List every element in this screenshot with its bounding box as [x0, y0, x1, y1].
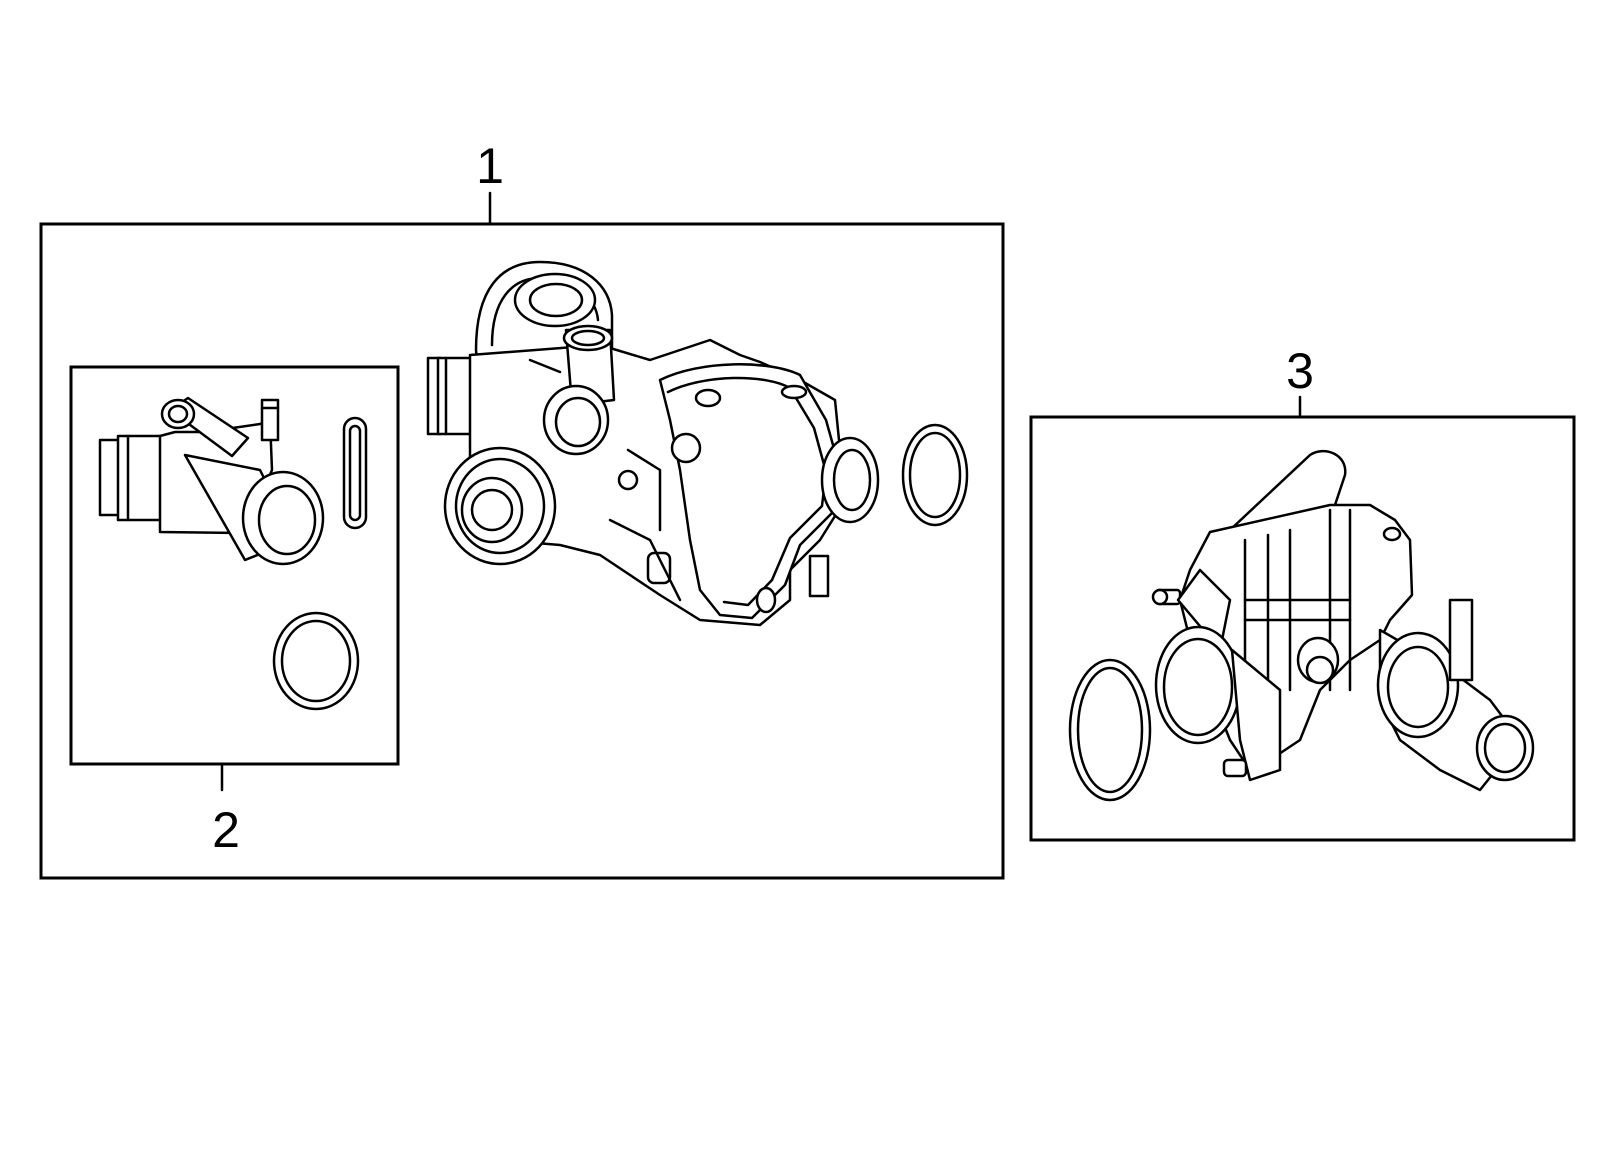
water-pump-housing-assembly-icon: [426, 260, 969, 627]
oring-seal-icon: [272, 611, 360, 711]
coolant-pipe-flange-icon: [98, 396, 325, 566]
group-2-frame: [69, 365, 400, 766]
callout-3[interactable]: 3: [1286, 343, 1314, 418]
thermostat-housing-assembly-icon: [1068, 449, 1535, 802]
slot-seal-icon: [342, 416, 368, 530]
group-1-frame: [39, 222, 1005, 880]
callout-1-number: 1: [476, 138, 504, 194]
callout-3-number: 3: [1286, 343, 1314, 399]
group-3-frame: [1029, 415, 1576, 842]
callout-2[interactable]: 2: [212, 762, 240, 858]
callout-2-number: 2: [212, 802, 240, 858]
callout-1[interactable]: 1: [476, 138, 504, 226]
